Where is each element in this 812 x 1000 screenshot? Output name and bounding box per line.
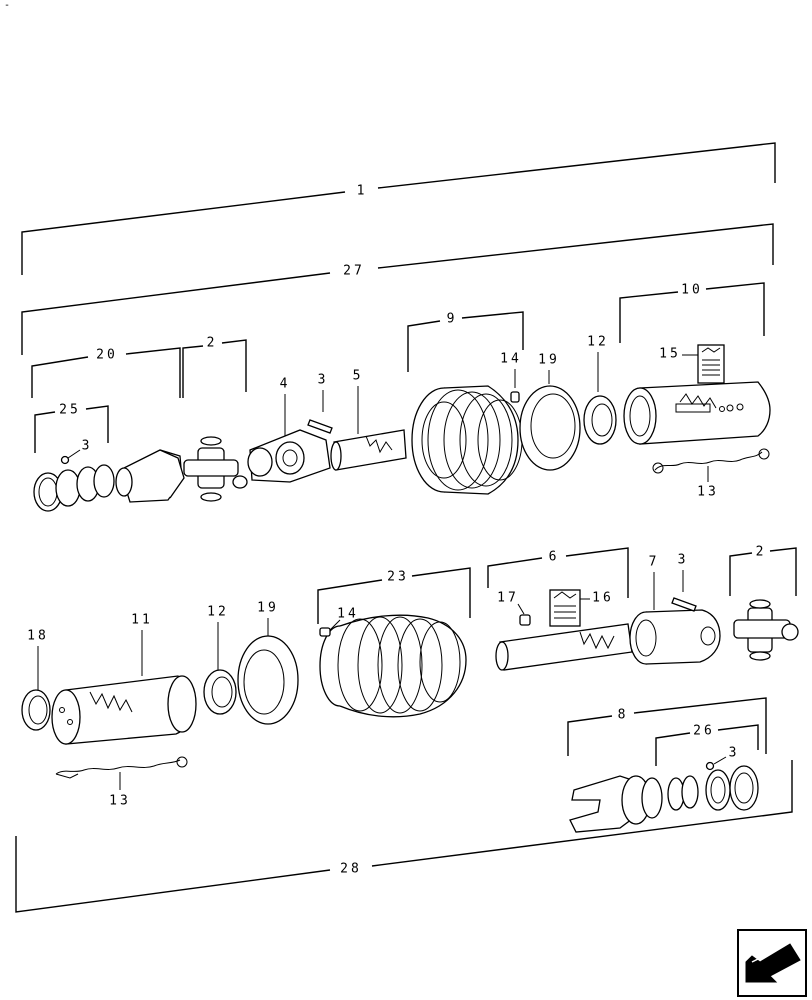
bracket-9 <box>407 311 524 372</box>
corner-mark: - <box>4 0 11 11</box>
label-27: 27 <box>343 264 365 279</box>
label-13-top: 13 <box>697 485 719 500</box>
label-14-bottom: 14 <box>337 607 359 622</box>
bracket-2-top <box>182 339 247 398</box>
bracket-23 <box>317 567 471 624</box>
label-26: 26 <box>693 724 715 739</box>
safety-chain-13-bottom <box>55 756 188 779</box>
bearing-ring-19-top <box>519 385 581 471</box>
label-20: 20 <box>96 348 118 363</box>
label-14-top: 14 <box>500 352 522 367</box>
label-5: 5 <box>353 369 364 384</box>
cross-journal-top <box>183 436 248 502</box>
bracket-8 <box>567 697 767 756</box>
bracket-2-bottom <box>729 547 797 596</box>
label-3-pin-top: 3 <box>318 373 329 388</box>
label-8: 8 <box>618 708 629 723</box>
label-19-top: 19 <box>538 353 560 368</box>
guard-bellows-23 <box>319 614 467 718</box>
inner-tube-5 <box>330 429 407 471</box>
grease-nipple-17 <box>519 614 531 626</box>
ball-3-right <box>705 761 715 771</box>
outer-tube-10 <box>623 381 771 445</box>
warning-decal-16 <box>549 589 581 627</box>
label-3-ball-left: 3 <box>82 439 93 454</box>
label-16: 16 <box>592 591 614 606</box>
label-28: 28 <box>340 862 362 877</box>
bracket-26 <box>655 724 759 766</box>
label-12-bottom: 12 <box>207 605 229 620</box>
bearing-ring-19-bottom <box>237 635 299 725</box>
cross-journal-bottom <box>733 599 799 661</box>
bracket-28 <box>15 760 793 913</box>
bracket-27 <box>21 223 774 355</box>
next-page-arrow-icon[interactable] <box>737 929 807 997</box>
spring-pin-3-bottom <box>671 597 697 612</box>
ring-set-26 <box>667 765 759 811</box>
spring-pin-3-top <box>307 419 333 434</box>
yoke-7 <box>629 609 721 665</box>
inner-tube-6 <box>495 623 633 671</box>
label-25: 25 <box>59 403 81 418</box>
label-23: 23 <box>387 570 409 585</box>
bracket-20 <box>31 347 181 398</box>
bracket-6 <box>487 547 629 598</box>
bearing-clip-12-bottom <box>203 669 237 715</box>
ball-3-left <box>60 455 70 465</box>
label-15: 15 <box>659 347 681 362</box>
label-19-bottom: 19 <box>257 601 279 616</box>
end-cap-18 <box>21 689 51 731</box>
label-10: 10 <box>681 283 703 298</box>
label-2-top: 2 <box>207 336 218 351</box>
label-13-bottom: 13 <box>109 794 131 809</box>
label-1: 1 <box>357 184 368 199</box>
yoke-4 <box>247 429 331 483</box>
label-3-pin-bottom: 3 <box>678 553 689 568</box>
screw-14-top <box>510 391 520 403</box>
label-3-ball-right: 3 <box>729 746 740 761</box>
screw-14-bottom <box>319 627 331 637</box>
label-4: 4 <box>280 377 291 392</box>
label-7: 7 <box>649 555 660 570</box>
label-9: 9 <box>447 312 458 327</box>
safety-chain-13-top <box>652 448 770 474</box>
outer-tube-11 <box>51 675 197 745</box>
label-6: 6 <box>549 550 560 565</box>
bracket-10 <box>619 282 765 343</box>
label-18: 18 <box>27 629 49 644</box>
label-11: 11 <box>131 613 153 628</box>
ring-set-25 <box>33 464 115 512</box>
label-12-top: 12 <box>587 335 609 350</box>
guard-bellows-9 <box>411 385 523 495</box>
label-17: 17 <box>497 591 519 606</box>
yoke-8 <box>569 775 663 833</box>
bearing-clip-12-top <box>583 395 617 445</box>
label-2-bottom: 2 <box>756 545 767 560</box>
bracket-1 <box>21 142 776 275</box>
bracket-25 <box>34 405 109 453</box>
warning-decal-15 <box>697 344 725 384</box>
yoke-left-top <box>115 449 185 503</box>
